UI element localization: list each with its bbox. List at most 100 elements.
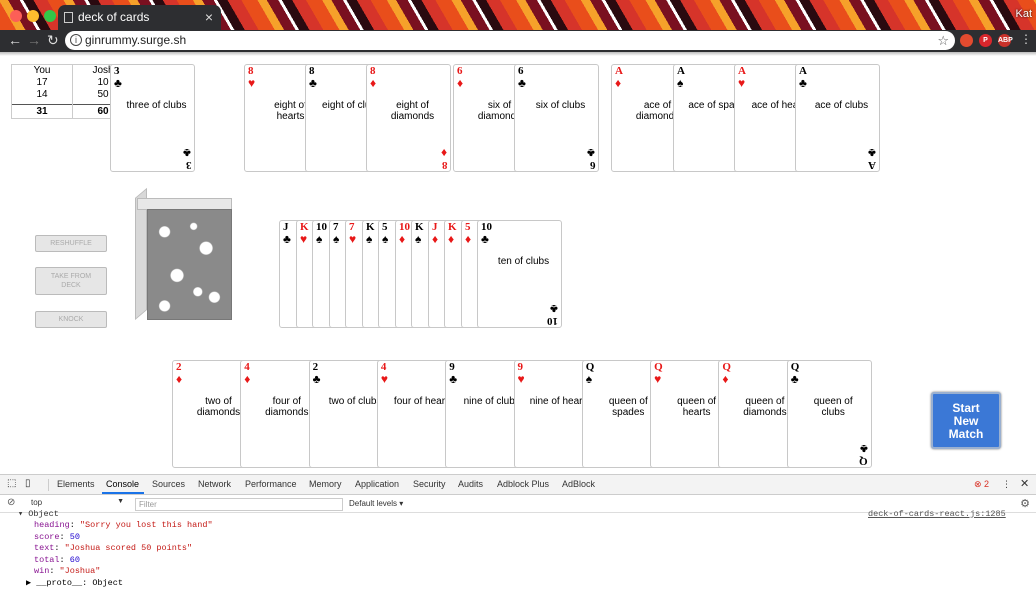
opponent-hand-score: 10 [97, 77, 109, 88]
clear-console-icon[interactable]: ⊘ [7, 497, 16, 508]
card-suit-icon: ♠ [333, 232, 340, 246]
forward-arrow-icon[interactable]: → [27, 32, 41, 48]
player-total: 31 [12, 104, 72, 117]
address-bar[interactable]: i ginrummy.surge.sh ☆ [65, 31, 955, 50]
bookmark-star-icon[interactable]: ☆ [937, 33, 949, 48]
back-arrow-icon[interactable]: ← [8, 32, 22, 48]
card-rank: 5 [382, 221, 388, 233]
console-filter-bar: ⊘ top ▼ Filter Default levels ▾ ⚙ [0, 495, 1036, 513]
card-suit-icon: ♥ [654, 372, 662, 386]
card-rank-bottom: 3 [185, 159, 192, 171]
devtools-tab[interactable]: Memory [309, 479, 342, 489]
devtools-menu-icon[interactable]: ⋮ [1002, 479, 1011, 489]
card-name: ace of clubs [814, 100, 869, 111]
card-suit-icon: ♣ [309, 76, 317, 90]
knock-button[interactable]: KNOCK [35, 311, 107, 328]
devtools-tab[interactable]: AdBlock [562, 479, 596, 489]
card-rank: 6 [457, 65, 463, 77]
minimize-window-button[interactable] [27, 10, 39, 22]
browser-menu-icon[interactable]: ⋮ [1020, 32, 1032, 46]
devtools-tab[interactable]: Network [198, 479, 232, 489]
active-tab-indicator [102, 492, 144, 494]
card-suit-icon: ♣ [312, 372, 321, 386]
devtools-tab[interactable]: Console [106, 479, 140, 489]
console-settings-gear-icon[interactable]: ⚙ [1020, 498, 1030, 510]
card-rank: 2 [312, 361, 319, 373]
devtools-tab[interactable]: Security [413, 479, 446, 489]
card-rank-bottom: 8 [441, 159, 448, 171]
player-score-column: You 17 14 31 [12, 65, 72, 118]
property-value: "Joshua" [59, 566, 101, 576]
take-from-deck-button[interactable]: TAKE FROM DECK [35, 267, 107, 295]
card-rank: A [799, 65, 807, 77]
context-selector[interactable]: top ▼ [28, 498, 126, 510]
reshuffle-button[interactable]: RESHUFFLE [35, 235, 107, 252]
opponent-name: Josh [92, 65, 114, 76]
devtools-tab[interactable]: Application [355, 479, 400, 489]
card-suit-bottom-icon: ♣ [868, 146, 876, 160]
card-name: ten of clubs [497, 256, 550, 267]
card-suit-icon: ♦ [432, 232, 439, 246]
card-name: queen of hearts [677, 396, 717, 418]
adblock-plus-icon[interactable]: ABP [998, 34, 1013, 47]
card-suit-icon: ♦ [370, 76, 377, 90]
card-rank: 4 [244, 361, 250, 373]
card-name: ace of diamonds [635, 100, 680, 122]
inspect-element-icon[interactable]: ⬚ [7, 478, 17, 489]
close-devtools-icon[interactable]: ✕ [1020, 478, 1030, 490]
opponent-hand-score: 50 [97, 89, 109, 100]
devtools-tab[interactable]: Sources [152, 479, 186, 489]
devtools-tab[interactable]: Audits [458, 479, 484, 489]
error-count-badge[interactable]: ⊗ 2 [974, 479, 990, 489]
close-tab-icon[interactable]: × [204, 9, 213, 25]
card-suit-icon: ♦ [722, 372, 729, 386]
card-rank-bottom: 10 [547, 315, 558, 327]
card-rank: 2 [176, 361, 182, 373]
player-hand-score: 17 [36, 77, 48, 88]
draw-deck[interactable] [135, 187, 232, 320]
card-name: eight of diamonds [390, 100, 435, 122]
profile-name[interactable]: Kat [1015, 8, 1032, 20]
card-rank: Q [790, 361, 800, 373]
card-rank: J [432, 221, 438, 233]
console-proto-line[interactable]: ▶ __proto__: Object [26, 577, 123, 588]
url-text: ginrummy.surge.sh [85, 33, 187, 47]
card-rank: 3 [114, 65, 120, 77]
console-source-link[interactable]: deck-of-cards-react.js:1285 [868, 509, 1006, 519]
devtools-tab[interactable]: Elements [57, 479, 95, 489]
browser-tab[interactable]: deck of cards × [58, 5, 221, 30]
browser-toolbar: ← → ↻ i ginrummy.surge.sh ☆ P ABP ⋮ [0, 30, 1036, 52]
close-window-button[interactable] [10, 10, 22, 22]
extension-shield-icon[interactable] [960, 34, 973, 47]
card-rank: 6 [518, 65, 524, 77]
site-info-icon[interactable]: i [70, 34, 82, 46]
console-object-header[interactable]: ▾ Object [18, 509, 59, 519]
log-levels-dropdown[interactable]: Default levels ▾ [349, 499, 404, 508]
card-suit-icon: ♥ [349, 232, 357, 246]
card-back-pattern [147, 209, 232, 320]
tab-title: deck of cards [78, 10, 150, 24]
pinterest-extension-icon[interactable]: P [979, 34, 992, 47]
start-new-match-button[interactable]: Start New Match [931, 392, 1001, 449]
property-key: heading [34, 520, 70, 530]
devtools-tab[interactable]: Adblock Plus [497, 479, 550, 489]
card-suit-icon: ♦ [615, 76, 622, 90]
card-suit-icon: ♣ [283, 232, 291, 246]
card-rank: K [448, 221, 457, 233]
devtools-tab[interactable]: Performance [245, 479, 297, 489]
card-rank: Q [722, 361, 731, 373]
reload-icon[interactable]: ↻ [47, 32, 59, 48]
card-rank: A [738, 65, 746, 77]
console-filter-input[interactable]: Filter [135, 498, 343, 511]
opponent-total: 60 [73, 104, 133, 117]
maximize-window-button[interactable] [44, 10, 56, 22]
device-toolbar-icon[interactable]: ▯ [25, 478, 31, 489]
card-suit-icon: ♥ [248, 76, 256, 90]
console-property: score: 50 [34, 531, 80, 542]
